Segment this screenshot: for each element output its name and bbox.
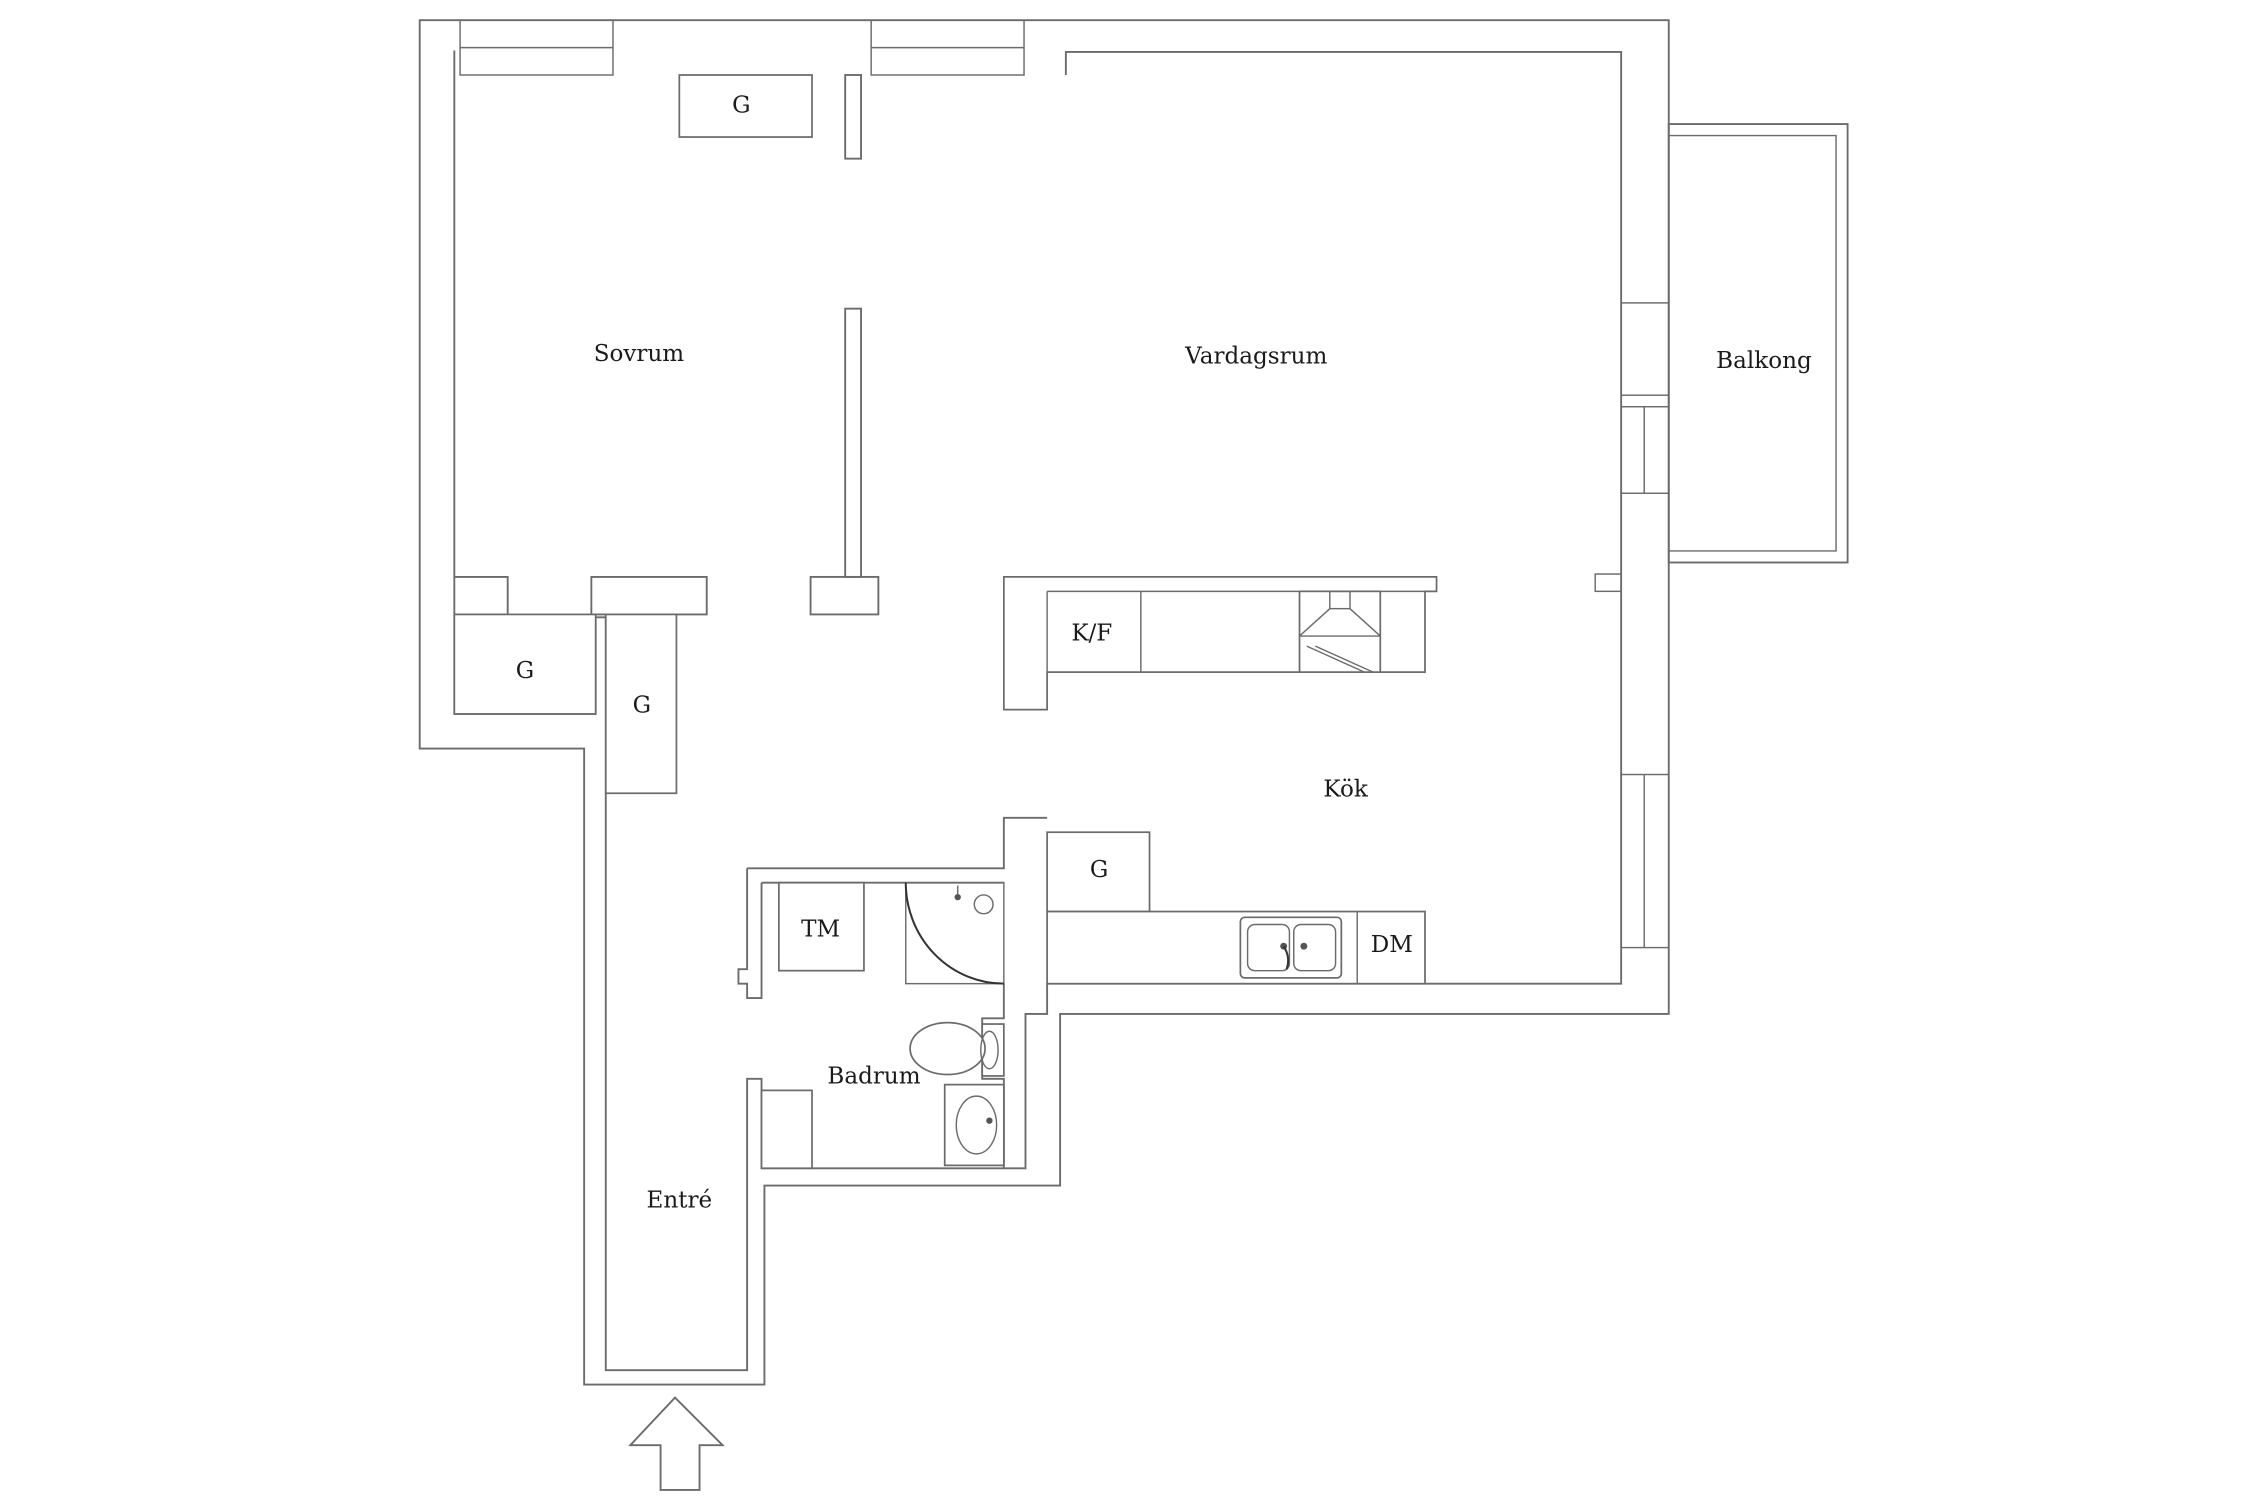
hall-shelf xyxy=(760,1089,813,1170)
shower-icon xyxy=(904,881,1005,985)
toilet-icon xyxy=(909,1021,1005,1077)
room-label-kok: Kök xyxy=(1323,776,1368,802)
stove-hood-icon xyxy=(1298,590,1382,673)
wardrobes xyxy=(453,74,1151,913)
windows-top xyxy=(459,19,1025,76)
wardrobe-label-kitchen: G xyxy=(1090,857,1108,883)
room-label-sovrum: Sovrum xyxy=(594,341,685,367)
kitchen-counter xyxy=(1046,910,1426,985)
dishwasher-label: DM xyxy=(1371,932,1413,958)
fridge-freezer-label: K/F xyxy=(1071,621,1112,647)
room-label-balkong: Balkong xyxy=(1716,348,1812,374)
interior-walls xyxy=(454,74,1048,1169)
entrance-arrow-icon xyxy=(628,1396,725,1491)
room-label-vardagsrum: Vardagsrum xyxy=(1184,344,1327,370)
washbasin-icon xyxy=(943,1083,1005,1167)
wardrobe-label-top: G xyxy=(732,93,750,119)
wardrobe-label-left: G xyxy=(516,658,534,684)
washing-machine xyxy=(777,881,865,972)
room-label-entre: Entré xyxy=(647,1187,713,1213)
windows-right xyxy=(1594,302,1670,949)
balcony xyxy=(1667,123,1849,564)
washing-machine-label: TM xyxy=(801,916,840,942)
room-label-badrum: Badrum xyxy=(827,1063,920,1089)
kitchen-sink-icon xyxy=(1239,916,1343,979)
wardrobe-label-hall: G xyxy=(633,693,651,719)
